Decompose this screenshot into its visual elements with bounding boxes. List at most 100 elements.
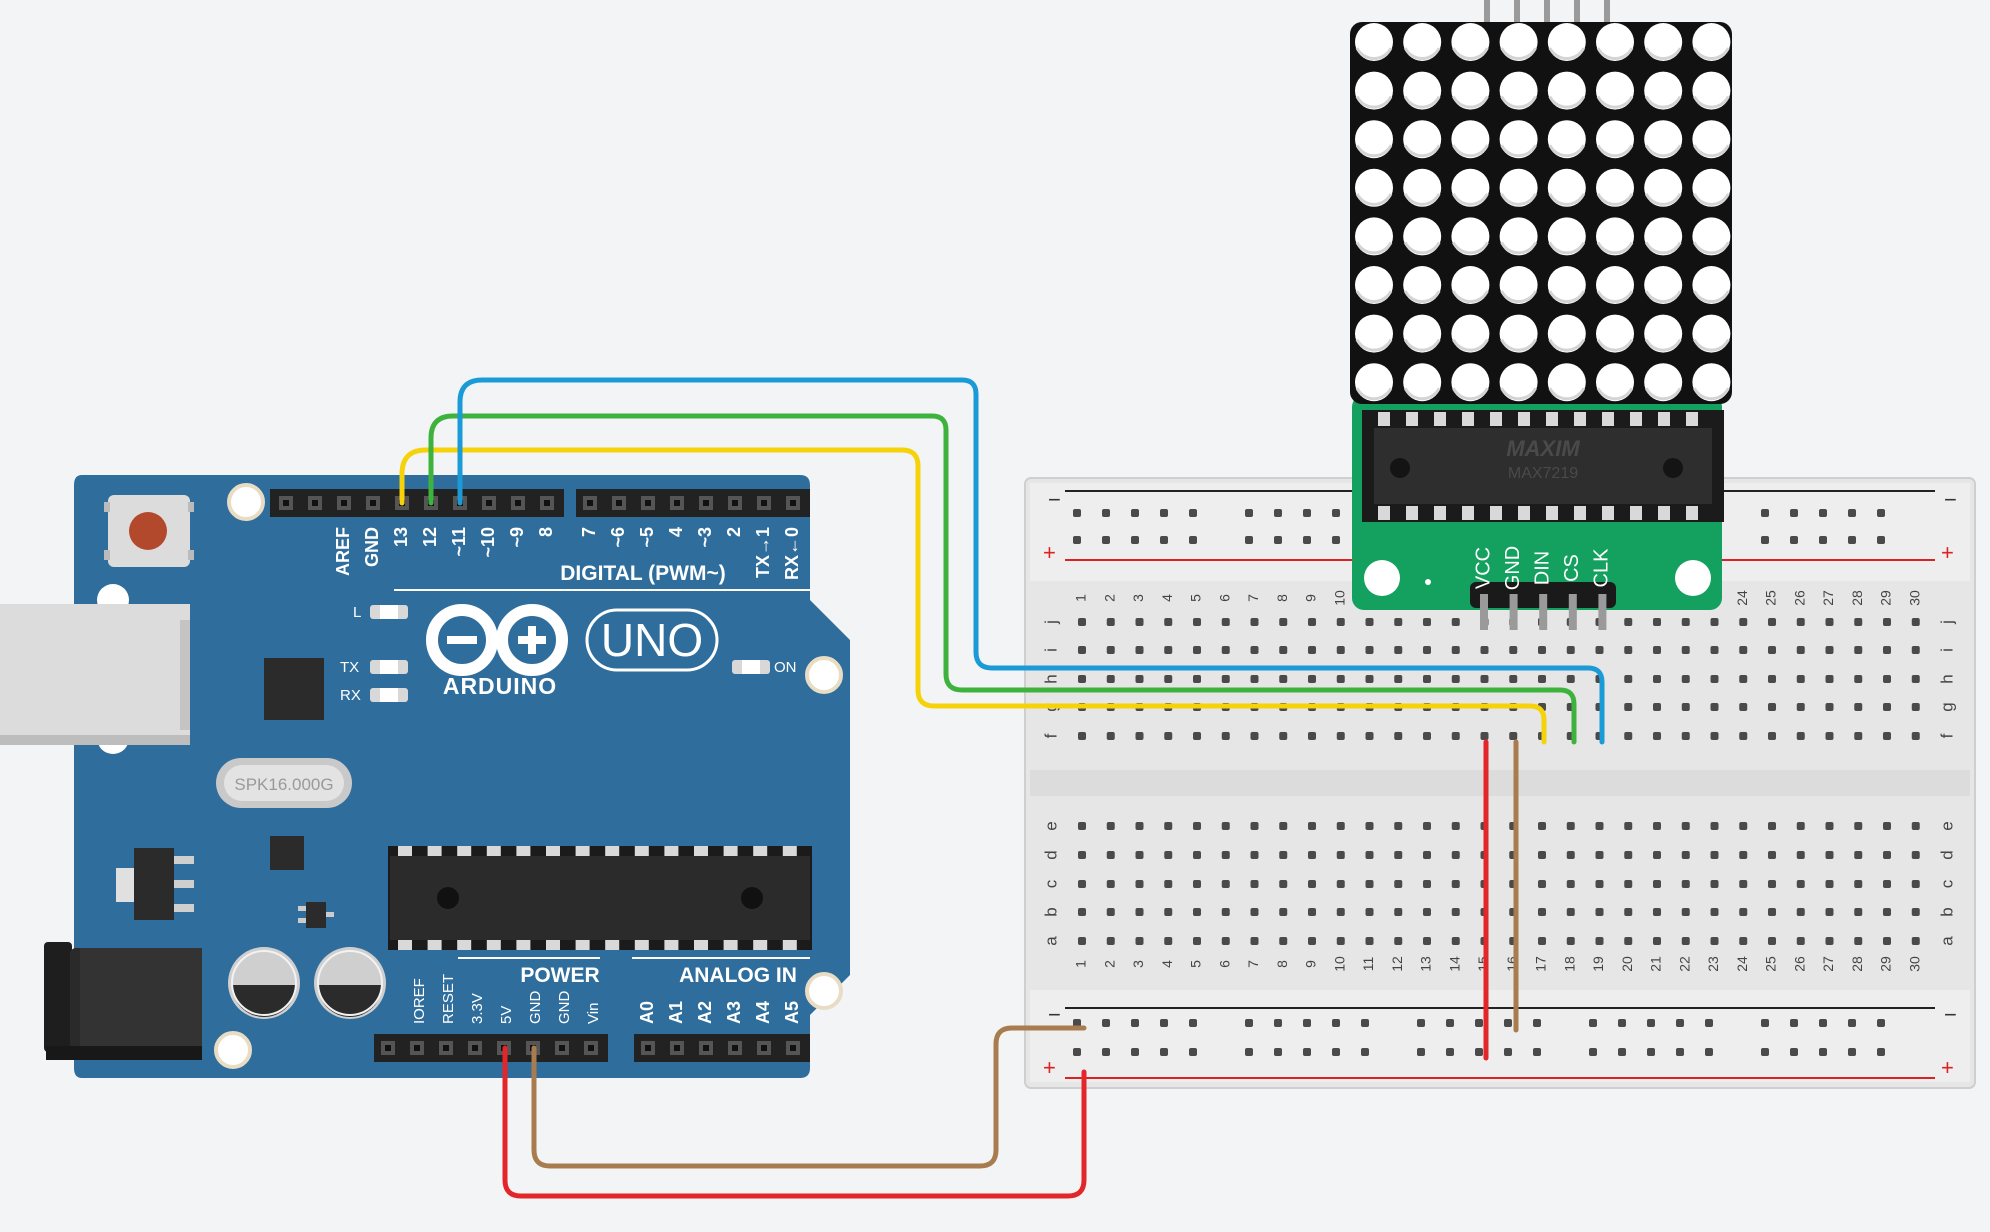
rail-hole[interactable] xyxy=(1189,536,1197,544)
rail-hole[interactable] xyxy=(1245,536,1253,544)
breadboard-hole[interactable] xyxy=(1624,703,1633,711)
breadboard-hole[interactable] xyxy=(1193,822,1201,830)
rail-hole[interactable] xyxy=(1848,536,1856,544)
breadboard-hole[interactable] xyxy=(1221,618,1230,626)
rail-hole[interactable] xyxy=(1303,1048,1311,1056)
rail-hole[interactable] xyxy=(1073,1048,1081,1056)
breadboard-hole[interactable] xyxy=(1394,880,1403,888)
breadboard-hole[interactable] xyxy=(1078,851,1086,859)
breadboard-hole[interactable] xyxy=(1164,908,1173,916)
breadboard-hole[interactable] xyxy=(1308,908,1316,916)
rail-hole[interactable] xyxy=(1819,509,1827,517)
breadboard-hole[interactable] xyxy=(1164,937,1173,945)
breadboard-hole[interactable] xyxy=(1710,880,1719,888)
rail-hole[interactable] xyxy=(1848,1019,1856,1027)
breadboard-hole[interactable] xyxy=(1164,675,1173,683)
rail-hole[interactable] xyxy=(1131,509,1139,517)
rail-hole[interactable] xyxy=(1504,1048,1512,1056)
breadboard-hole[interactable] xyxy=(1509,675,1518,683)
rail-hole[interactable] xyxy=(1073,509,1081,517)
breadboard-hole[interactable] xyxy=(1768,618,1776,626)
wire-pin13-to-CS[interactable] xyxy=(399,447,1547,745)
breadboard-hole[interactable] xyxy=(1653,880,1661,888)
breadboard-hole[interactable] xyxy=(1566,675,1575,683)
breadboard-hole[interactable] xyxy=(1595,937,1604,945)
breadboard-hole[interactable] xyxy=(1365,880,1374,888)
breadboard-hole[interactable] xyxy=(1423,822,1431,830)
breadboard-hole[interactable] xyxy=(1883,646,1891,654)
rail-hole[interactable] xyxy=(1647,1019,1655,1027)
rail-hole[interactable] xyxy=(1303,536,1311,544)
breadboard-hole[interactable] xyxy=(1250,908,1259,916)
breadboard-hole[interactable] xyxy=(1825,703,1834,711)
breadboard-hole[interactable] xyxy=(1250,851,1259,859)
breadboard-hole[interactable] xyxy=(1279,851,1288,859)
rail-hole[interactable] xyxy=(1102,1048,1110,1056)
breadboard-hole[interactable] xyxy=(1739,880,1748,888)
breadboard-hole[interactable] xyxy=(1078,618,1086,626)
breadboard-hole[interactable] xyxy=(1739,703,1748,711)
rail-hole[interactable] xyxy=(1274,509,1282,517)
rail-hole[interactable] xyxy=(1790,536,1798,544)
rail-hole[interactable] xyxy=(1131,1019,1139,1027)
breadboard-hole[interactable] xyxy=(1825,937,1834,945)
breadboard-hole[interactable] xyxy=(1710,732,1719,740)
breadboard-hole[interactable] xyxy=(1768,822,1776,830)
rail-hole[interactable] xyxy=(1131,536,1139,544)
breadboard-hole[interactable] xyxy=(1221,908,1230,916)
breadboard-hole[interactable] xyxy=(1768,675,1776,683)
rail-hole[interactable] xyxy=(1848,509,1856,517)
breadboard-hole[interactable] xyxy=(1193,880,1201,888)
breadboard-hole[interactable] xyxy=(1279,732,1288,740)
breadboard-hole[interactable] xyxy=(1681,732,1690,740)
breadboard-hole[interactable] xyxy=(1365,937,1374,945)
breadboard-hole[interactable] xyxy=(1595,646,1604,654)
breadboard-hole[interactable] xyxy=(1365,618,1374,626)
breadboard-hole[interactable] xyxy=(1768,732,1776,740)
rail-hole[interactable] xyxy=(1475,1019,1483,1027)
breadboard-hole[interactable] xyxy=(1624,908,1633,916)
breadboard-hole[interactable] xyxy=(1164,822,1173,830)
rail-hole[interactable] xyxy=(1417,1019,1425,1027)
breadboard-hole[interactable] xyxy=(1566,908,1575,916)
breadboard-hole[interactable] xyxy=(1135,618,1144,626)
breadboard-hole[interactable] xyxy=(1480,675,1489,683)
breadboard-hole[interactable] xyxy=(1624,618,1633,626)
breadboard-hole[interactable] xyxy=(1250,675,1259,683)
breadboard-hole[interactable] xyxy=(1883,937,1891,945)
breadboard-hole[interactable] xyxy=(1854,937,1863,945)
rail-hole[interactable] xyxy=(1160,1048,1168,1056)
breadboard-hole[interactable] xyxy=(1078,937,1086,945)
rail-hole[interactable] xyxy=(1361,1048,1369,1056)
breadboard-hole[interactable] xyxy=(1710,822,1719,830)
rail-hole[interactable] xyxy=(1819,1048,1827,1056)
breadboard-hole[interactable] xyxy=(1796,675,1805,683)
breadboard-hole[interactable] xyxy=(1653,937,1661,945)
breadboard-hole[interactable] xyxy=(1681,937,1690,945)
rail-hole[interactable] xyxy=(1160,1019,1168,1027)
breadboard-hole[interactable] xyxy=(1653,618,1661,626)
rail-hole[interactable] xyxy=(1705,1019,1713,1027)
breadboard-hole[interactable] xyxy=(1336,822,1345,830)
breadboard-hole[interactable] xyxy=(1250,618,1259,626)
breadboard-hole[interactable] xyxy=(1423,732,1431,740)
breadboard-hole[interactable] xyxy=(1768,646,1776,654)
breadboard-hole[interactable] xyxy=(1078,646,1086,654)
breadboard-hole[interactable] xyxy=(1394,822,1403,830)
breadboard-hole[interactable] xyxy=(1710,908,1719,916)
breadboard-hole[interactable] xyxy=(1221,937,1230,945)
breadboard-hole[interactable] xyxy=(1250,880,1259,888)
breadboard-hole[interactable] xyxy=(1451,908,1460,916)
breadboard-hole[interactable] xyxy=(1854,880,1863,888)
breadboard-hole[interactable] xyxy=(1825,880,1834,888)
rail-hole[interactable] xyxy=(1819,1019,1827,1027)
breadboard-hole[interactable] xyxy=(1739,851,1748,859)
breadboard-hole[interactable] xyxy=(1308,646,1316,654)
breadboard-hole[interactable] xyxy=(1768,937,1776,945)
rail-hole[interactable] xyxy=(1332,509,1340,517)
rail-hole[interactable] xyxy=(1102,509,1110,517)
breadboard-hole[interactable] xyxy=(1250,732,1259,740)
rail-hole[interactable] xyxy=(1504,1019,1512,1027)
breadboard-hole[interactable] xyxy=(1451,618,1460,626)
breadboard-hole[interactable] xyxy=(1883,822,1891,830)
